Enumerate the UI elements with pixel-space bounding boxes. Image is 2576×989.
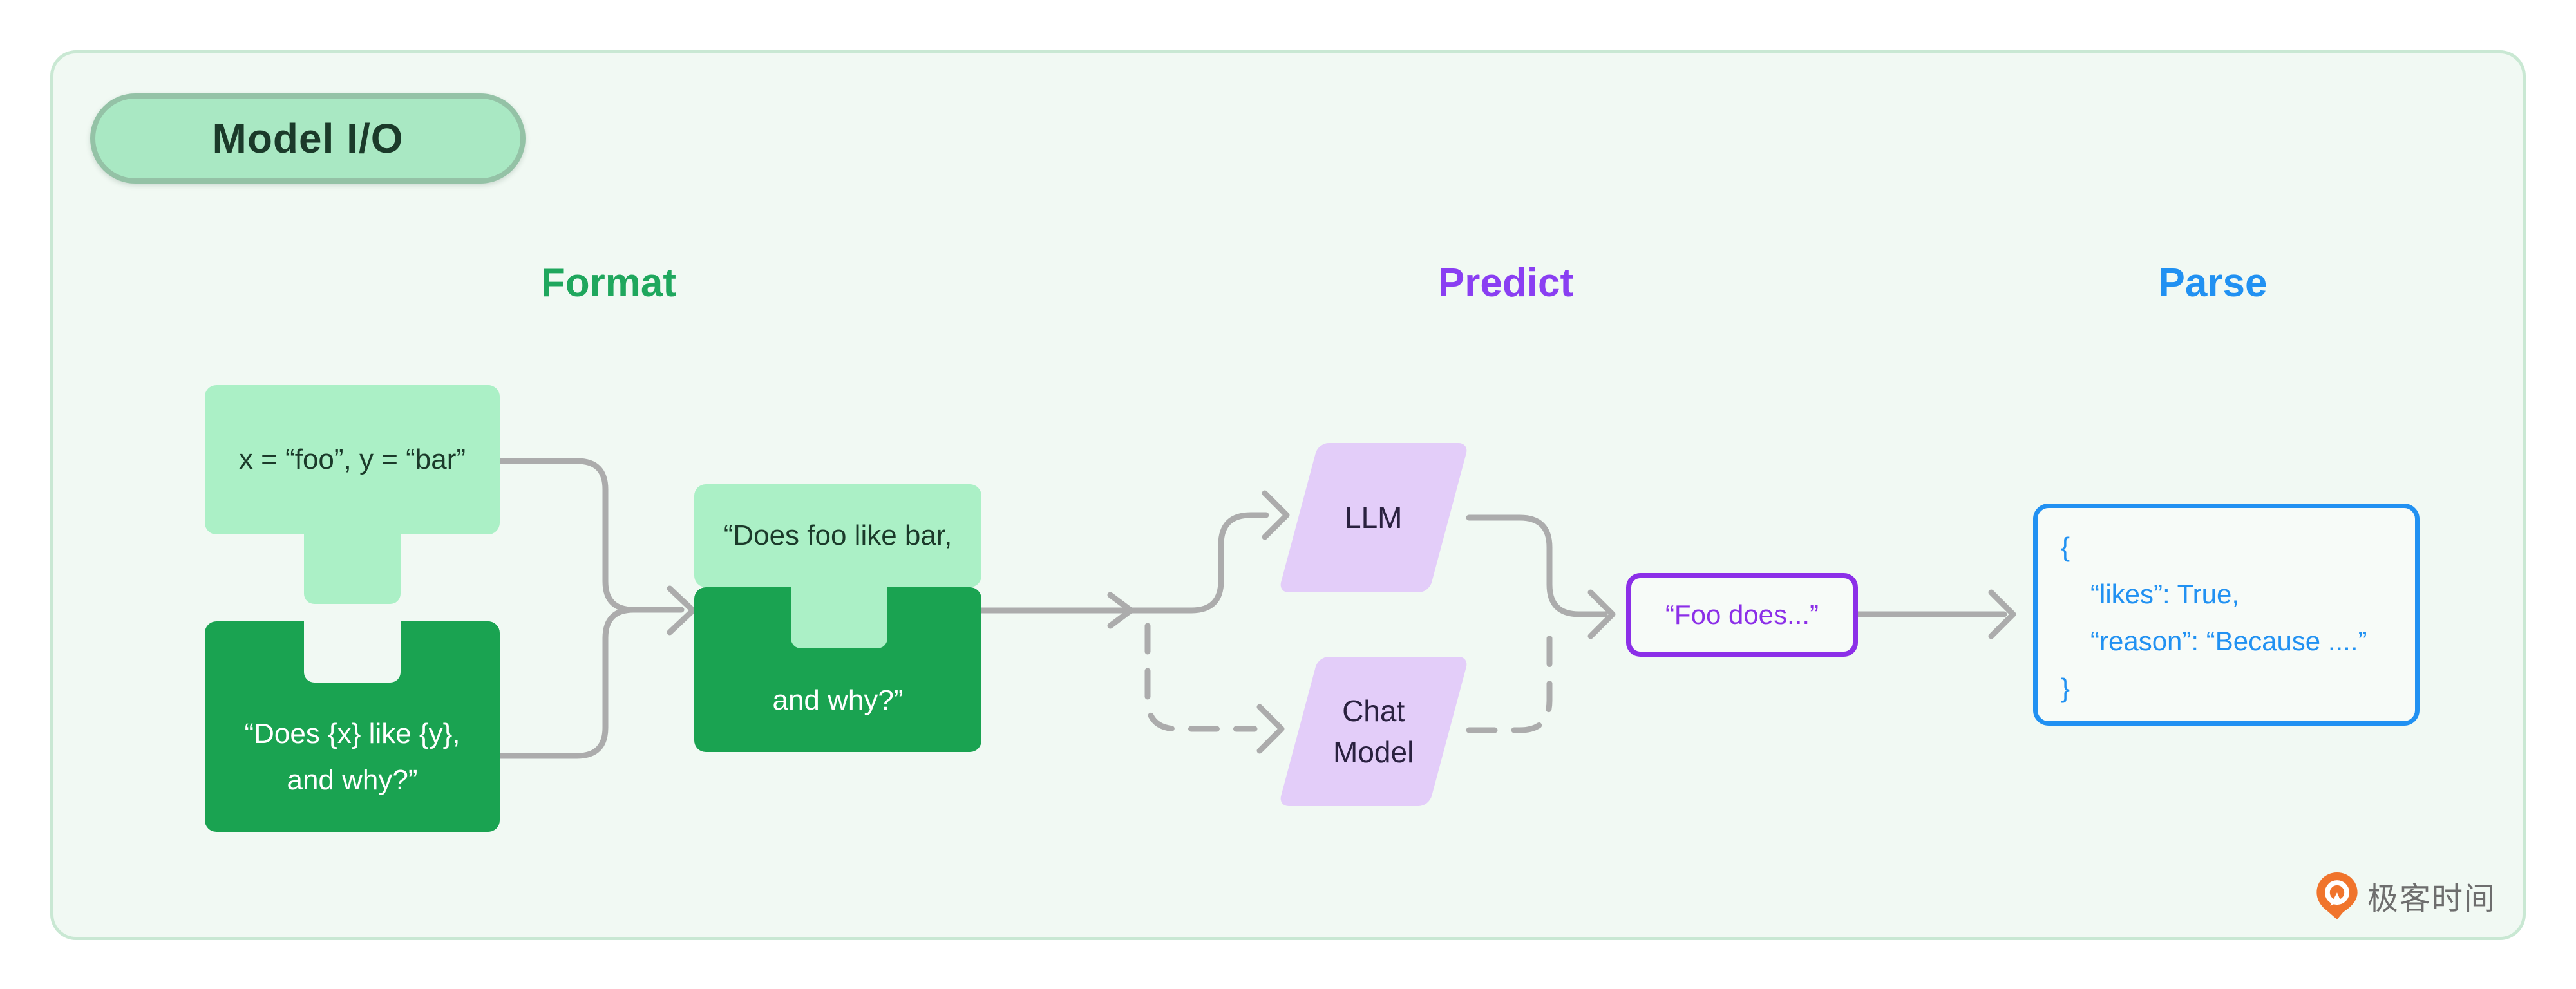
parsed-output-node: { “likes”: True, “reason”: “Because ....… bbox=[2033, 504, 2420, 726]
chat-model-line1: Chat bbox=[1342, 694, 1405, 728]
stage-heading-predict: Predict bbox=[1437, 261, 1574, 305]
template-piece-line1: “Does {x} like {y}, bbox=[244, 718, 460, 749]
parsed-line-open-brace: { bbox=[2061, 532, 2070, 562]
prompt-piece-tab bbox=[791, 583, 887, 648]
variables-piece-label: x = “foo”, y = “bar” bbox=[238, 444, 466, 475]
arrowhead-into-parsed bbox=[1988, 589, 2016, 639]
parsed-line-likes: “likes”: True, bbox=[2090, 579, 2240, 609]
brand-footer: 极客时间 bbox=[2313, 871, 2496, 921]
prompt-piece-top bbox=[694, 484, 981, 587]
chat-model-line2: Model bbox=[1333, 735, 1414, 769]
variables-piece-tab bbox=[304, 533, 401, 604]
geektime-logo-icon bbox=[2316, 872, 2358, 919]
connector-branch-to-chat-model bbox=[1144, 623, 1258, 732]
arrowhead-into-chat-model bbox=[1256, 704, 1285, 754]
arrowhead-into-llm bbox=[1262, 490, 1290, 540]
template-piece-line2: and why?” bbox=[287, 764, 418, 796]
prompt-top-label: “Does foo like bar, bbox=[723, 520, 952, 551]
connector-variables-to-prompt bbox=[497, 458, 685, 613]
connector-llm-to-completion bbox=[1466, 514, 1608, 617]
template-piece-notch bbox=[304, 618, 401, 683]
arrowhead-into-completion bbox=[1587, 589, 1616, 639]
template-piece-label: “Does {x} like {y}, and why?” bbox=[205, 683, 500, 832]
prompt-bottom-label: and why?” bbox=[772, 684, 904, 716]
model-io-badge: Model I/O bbox=[90, 93, 526, 184]
arrowhead-into-prompt bbox=[667, 585, 696, 636]
stage-heading-parse: Parse bbox=[2158, 261, 2268, 305]
completion-node: “Foo does...” bbox=[1626, 573, 1858, 657]
connector-prompt-to-llm bbox=[978, 512, 1269, 614]
variables-piece bbox=[205, 385, 500, 534]
llm-label: LLM bbox=[1345, 501, 1403, 534]
parsed-line-reason: “reason”: “Because ....” bbox=[2090, 626, 2367, 656]
chat-model-label: Chat Model bbox=[1333, 690, 1414, 773]
stage-heading-format: Format bbox=[540, 261, 677, 305]
parsed-line-close-brace: } bbox=[2061, 673, 2070, 703]
arrowhead-branch-junction bbox=[1107, 592, 1134, 629]
connector-template-to-prompt bbox=[497, 607, 637, 759]
connector-chat-model-merge bbox=[1466, 632, 1553, 733]
model-io-label: Model I/O bbox=[212, 115, 404, 162]
brand-name: 极客时间 bbox=[2367, 882, 2497, 916]
